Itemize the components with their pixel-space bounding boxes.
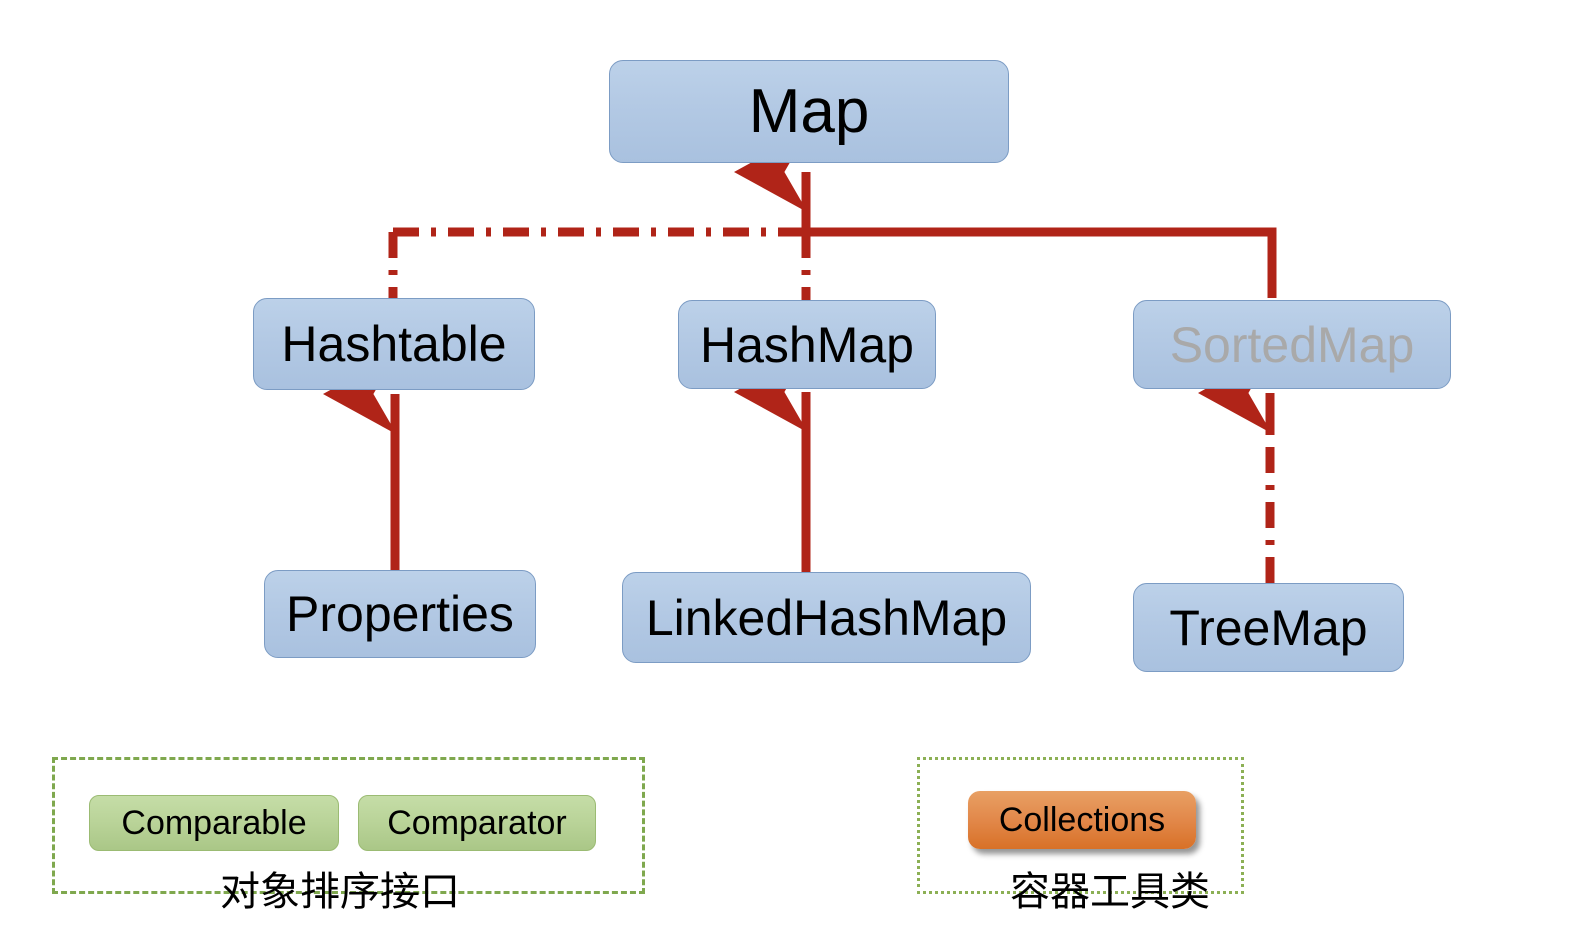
node-hashmap-label: HashMap	[700, 316, 914, 373]
chip-comparable-label: Comparable	[121, 804, 307, 842]
node-sortedmap[interactable]: SortedMap	[1133, 300, 1451, 389]
node-properties[interactable]: Properties	[264, 570, 536, 658]
node-treemap[interactable]: TreeMap	[1133, 583, 1404, 672]
group-sorting-caption: 对象排序接口	[220, 869, 460, 915]
group-container-tools	[917, 757, 1244, 894]
node-linkedhashmap[interactable]: LinkedHashMap	[622, 572, 1031, 663]
node-hashmap[interactable]: HashMap	[678, 300, 936, 389]
chip-comparator[interactable]: Comparator	[358, 795, 596, 851]
chip-collections-label: Collections	[998, 801, 1166, 839]
edge-map-sortedmap	[806, 227, 1277, 298]
node-hashtable-label: Hashtable	[281, 316, 507, 372]
node-map-label: Map	[748, 76, 870, 146]
node-linkedhashmap-label: LinkedHashMap	[645, 589, 1008, 646]
node-properties-label: Properties	[286, 586, 514, 642]
node-treemap-label: TreeMap	[1169, 599, 1368, 656]
node-map[interactable]: Map	[609, 60, 1009, 163]
chip-comparator-label: Comparator	[387, 804, 567, 842]
node-sortedmap-label: SortedMap	[1169, 316, 1415, 373]
chip-comparable[interactable]: Comparable	[89, 795, 339, 851]
chip-collections[interactable]: Collections	[968, 791, 1196, 849]
group-tools-caption: 容器工具类	[1010, 869, 1210, 915]
group-sorting-interfaces	[52, 757, 645, 894]
node-hashtable[interactable]: Hashtable	[253, 298, 535, 390]
